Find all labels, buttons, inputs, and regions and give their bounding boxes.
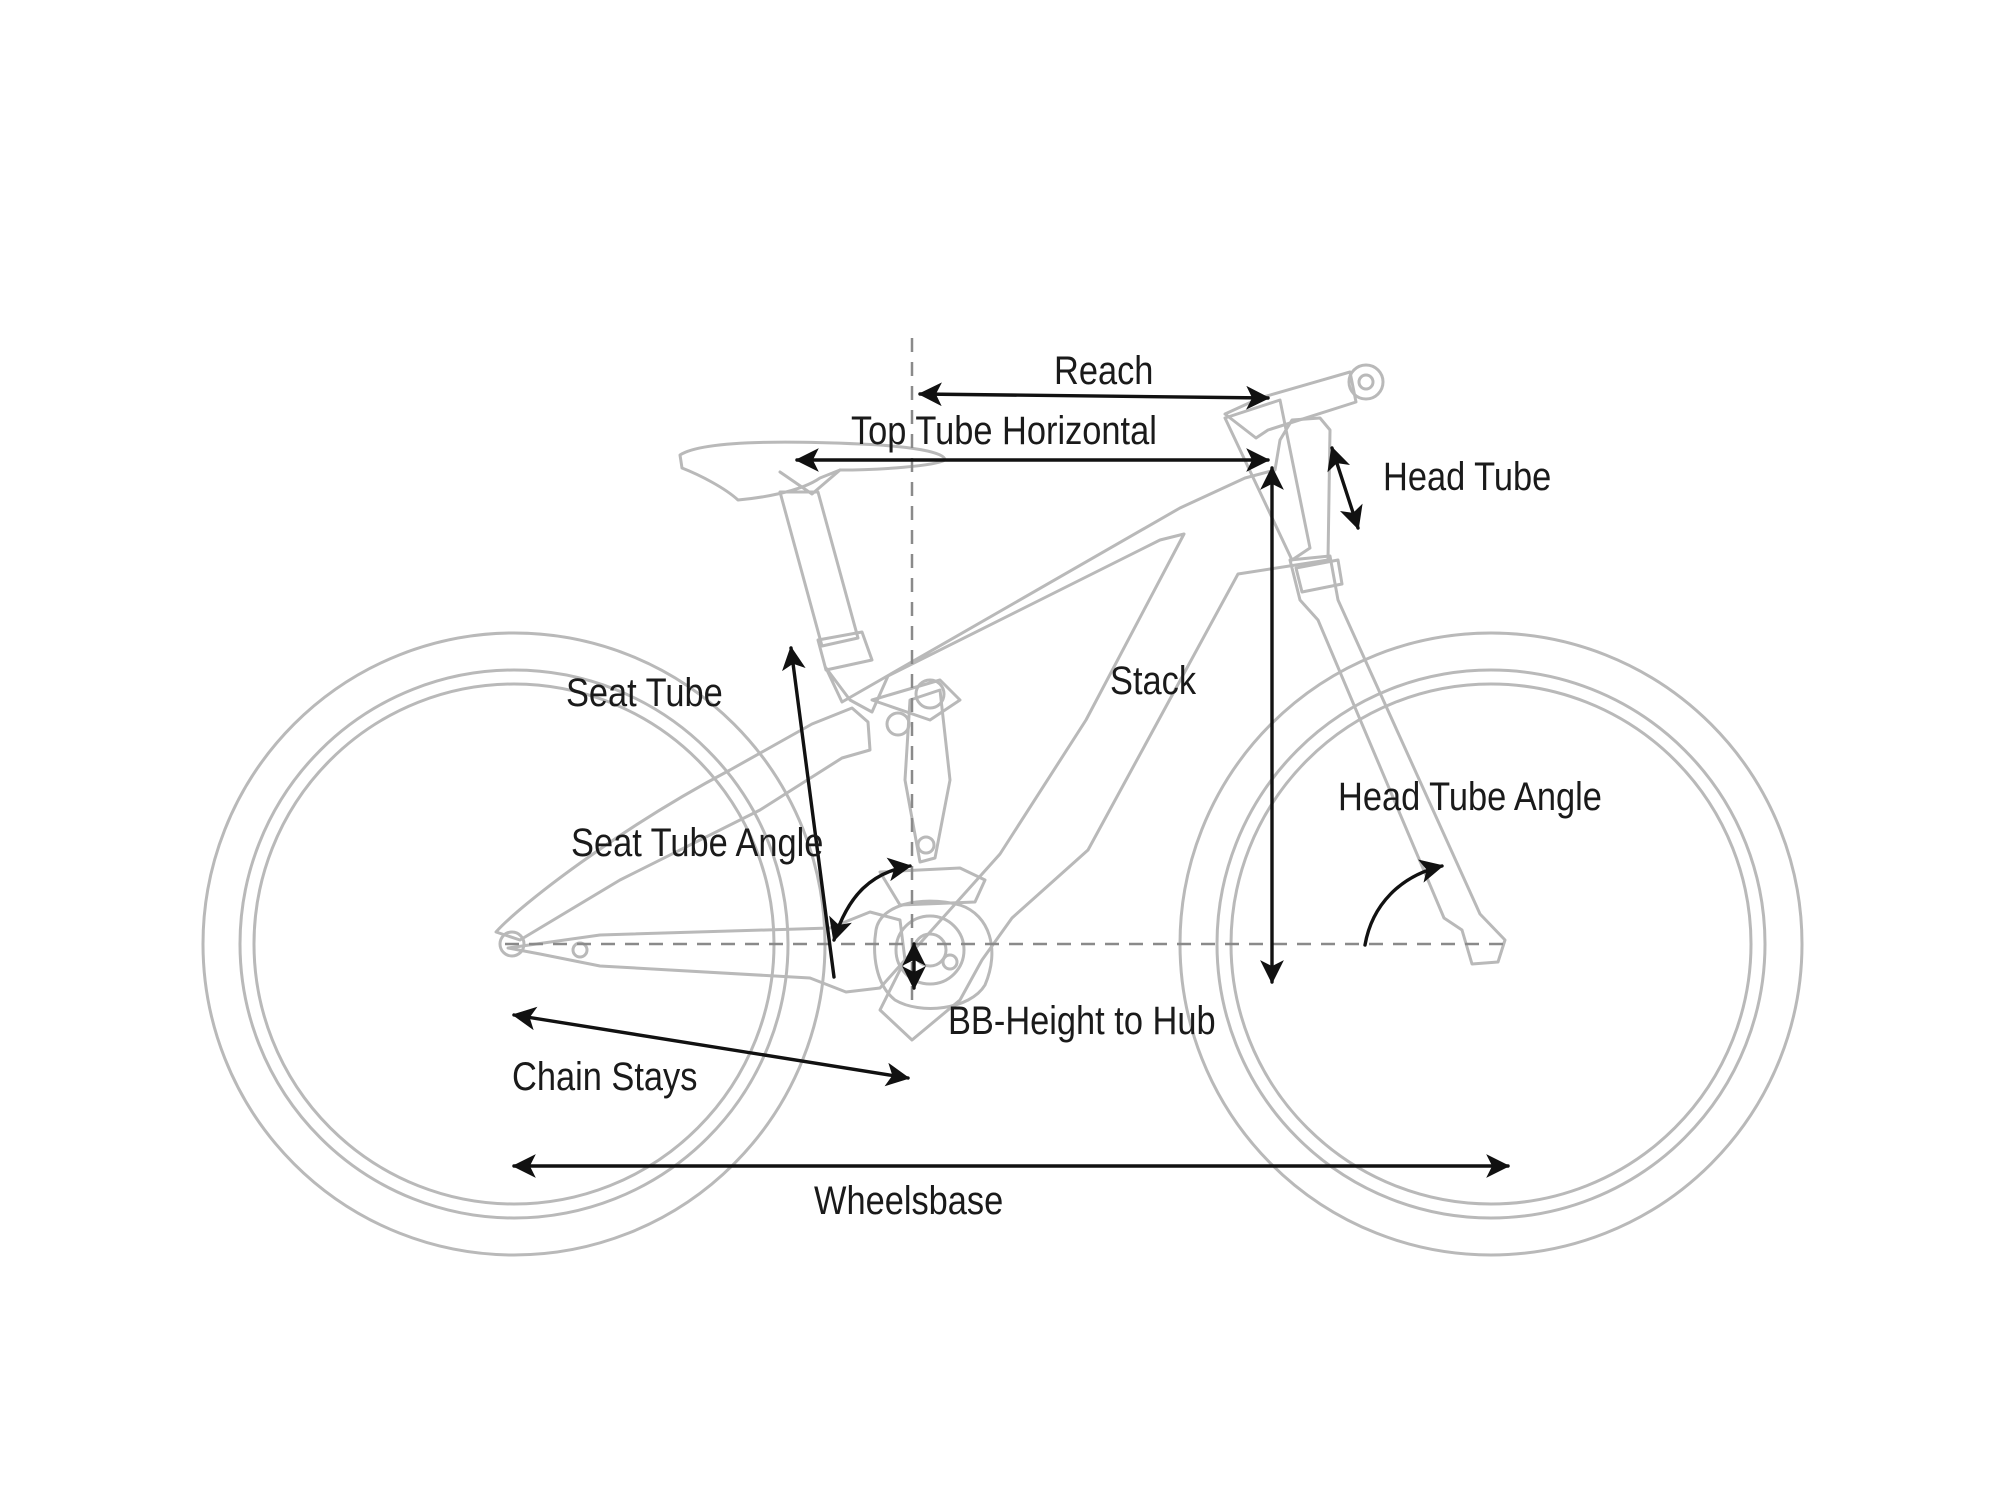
head-tube-label: Head Tube xyxy=(1383,454,1551,499)
reach-arrow xyxy=(918,382,1270,410)
dimension-labels: Reach Top Tube Horizontal Head Tube Seat… xyxy=(512,348,1602,1223)
stem xyxy=(1223,370,1358,440)
handlebar xyxy=(1347,363,1385,401)
seatpost xyxy=(778,490,860,648)
seat-tube-angle-arc xyxy=(829,857,912,942)
seat-tube-arrow xyxy=(782,646,836,979)
bb-height-to-hub-label: BB-Height to Hub xyxy=(948,998,1216,1043)
chain-stays-arrow xyxy=(512,1006,910,1087)
seat-tube-angle-label: Seat Tube Angle xyxy=(571,820,823,865)
top-tube-horizontal-label: Top Tube Horizontal xyxy=(851,408,1157,453)
seat-stay xyxy=(494,706,872,942)
seat-tube-label: Seat Tube xyxy=(566,670,723,715)
head-tube-angle-label: Head Tube Angle xyxy=(1338,774,1602,819)
head-tube-arrow xyxy=(1327,446,1363,530)
reach-label: Reach xyxy=(1054,348,1153,393)
rear-shock xyxy=(903,688,952,864)
fork xyxy=(1288,554,1507,966)
stack-label: Stack xyxy=(1110,658,1196,703)
chain-stay xyxy=(506,910,907,994)
dimension-arrows xyxy=(512,382,1510,1178)
wheelbase-label: Wheelsbase xyxy=(814,1178,1003,1223)
chain-stays-label: Chain Stays xyxy=(512,1054,697,1099)
main-frame xyxy=(824,416,1332,1042)
head-tube-angle-arc xyxy=(1363,859,1444,947)
